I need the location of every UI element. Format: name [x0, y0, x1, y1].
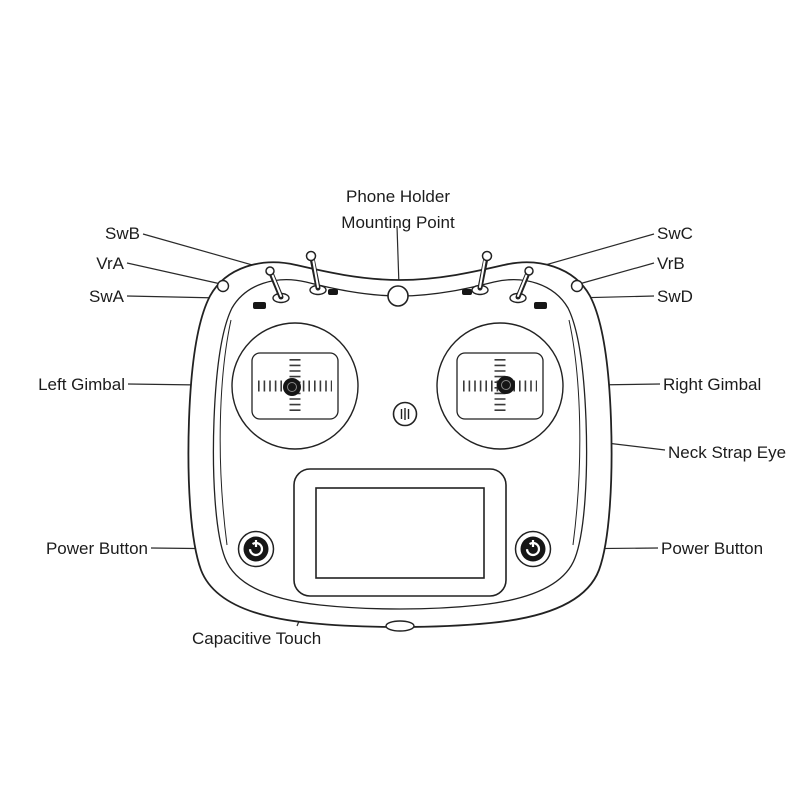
switch-swc	[471, 250, 493, 296]
label-capacitive-touch: Capacitive Touch	[192, 629, 322, 648]
label-swa: SwA	[89, 287, 124, 306]
left-gimbal	[231, 322, 359, 450]
right-stick	[497, 376, 515, 394]
label-neck-strap-eye: Neck Strap Eye	[668, 443, 787, 462]
switch-swd	[509, 266, 534, 304]
label-swb: SwB	[105, 224, 140, 243]
leader-line-vra	[126, 262, 222, 285]
screen-display	[315, 487, 485, 579]
label-vrb: VrB	[657, 254, 685, 273]
power-icon-right	[525, 540, 541, 557]
label-power-button-right: Power Button	[661, 539, 764, 558]
right-gimbal	[436, 322, 564, 450]
capacitive-touch-screen	[293, 468, 507, 597]
switch-swb	[305, 250, 327, 296]
right-grip-contour	[568, 319, 581, 546]
label-right-gimbal: Right Gimbal	[663, 375, 762, 394]
label-power-button-left: Power Button	[45, 539, 148, 558]
left-grip-contour	[219, 319, 232, 546]
switch-swa	[265, 266, 290, 304]
vra-knob	[216, 279, 230, 293]
label-phone-holder-line1: Phone Holder	[346, 187, 450, 206]
panel-outline	[212, 279, 588, 610]
leader-line-vrb	[578, 262, 655, 285]
power-button-right	[514, 530, 552, 568]
switch-trim-marks	[253, 289, 547, 309]
bottom-connector	[385, 620, 415, 632]
label-vra: VrA	[96, 254, 124, 273]
label-phone-holder-line2: Mounting Point	[341, 213, 455, 232]
label-left-gimbal: Left Gimbal	[38, 375, 125, 394]
label-phone-holder: Phone Holder Mounting Point	[300, 184, 496, 236]
leader-line-phone-holder	[396, 225, 400, 287]
power-icon-left	[248, 540, 264, 557]
power-button-left	[237, 530, 275, 568]
left-stick	[283, 378, 301, 396]
top-controls	[216, 250, 584, 309]
label-swc: SwC	[657, 224, 693, 243]
label-swd: SwD	[657, 287, 693, 306]
neck-strap-eye	[392, 401, 418, 427]
vrb-knob	[570, 279, 584, 293]
phone-holder-mounting-point	[387, 285, 409, 307]
